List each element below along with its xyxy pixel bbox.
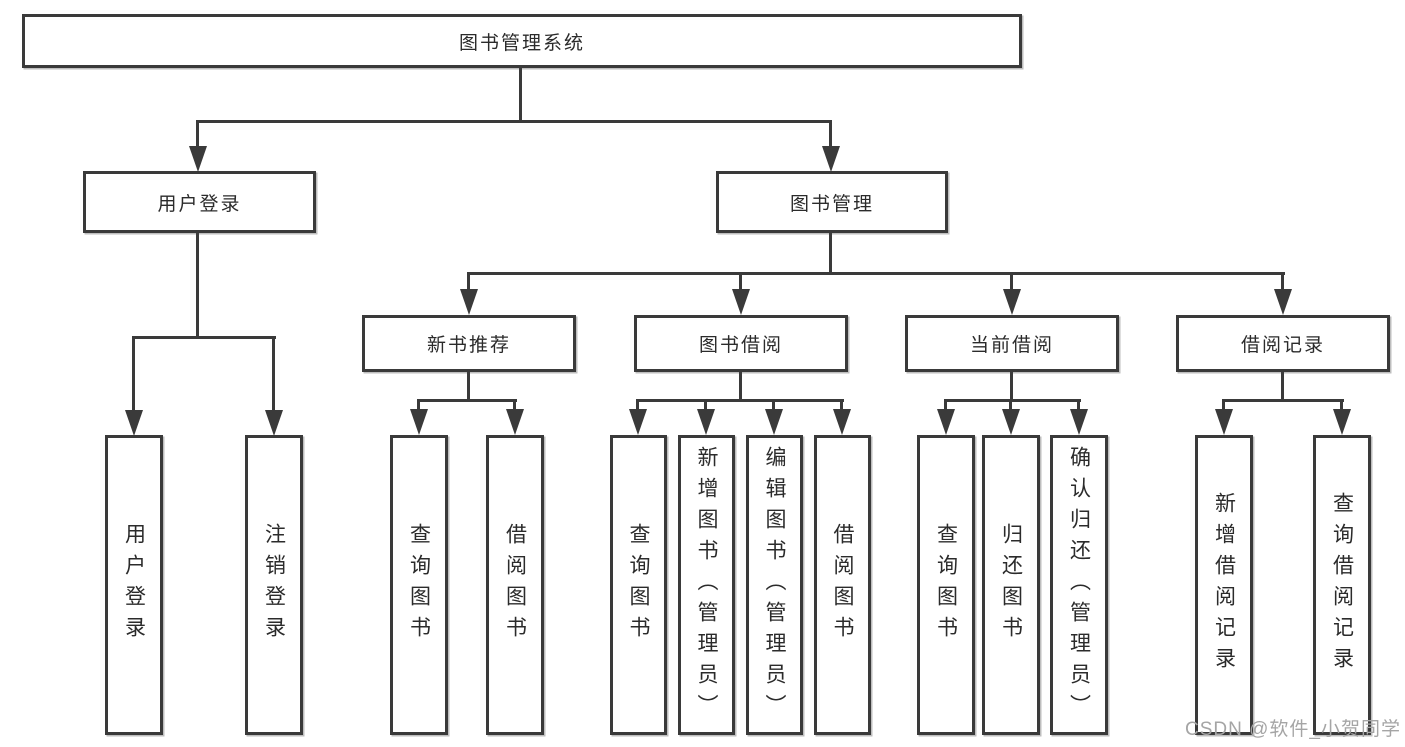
connector-line [196,120,832,123]
connector-line [1077,399,1080,411]
node-label: 图书管理系统 [458,32,585,54]
leaf-label: 借阅图书 [503,523,527,647]
connector-line [132,336,135,412]
leaf-logout-login: 注销登录 [245,435,303,735]
connector-line [704,399,707,411]
connector-line [417,399,420,411]
down-arrowhead-icon [506,409,524,435]
down-arrowhead-icon [833,409,851,435]
node-label: 借阅记录 [1240,335,1325,356]
down-arrowhead-icon [629,409,647,435]
node-label: 图书借阅 [698,335,783,356]
connector-line [467,372,470,400]
node-label: 当前借阅 [969,335,1054,356]
connector-line [1010,272,1013,291]
leaf-borrow-books-recommend: 借阅图书 [486,435,544,735]
leaf-add-book-admin: 新增图书（管理员） [678,435,735,735]
down-arrowhead-icon [1070,409,1088,435]
connector-line [196,233,199,336]
leaf-user-login: 用户登录 [105,435,163,735]
connector-line [772,399,775,411]
leaf-return-books: 归还图书 [982,435,1040,735]
node-borrowing-records: 借阅记录 [1176,315,1390,372]
connector-line [636,399,639,411]
connector-line [132,336,276,339]
connector-line [417,399,517,402]
connector-line [272,336,275,412]
connector-line [1009,399,1012,411]
leaf-borrow-books-borrowing: 借阅图书 [814,435,871,735]
node-label: 用户登录 [157,193,242,215]
down-arrowhead-icon [697,409,715,435]
down-arrowhead-icon [732,289,750,315]
connector-line [944,399,947,411]
node-root: 图书管理系统 [22,14,1022,68]
down-arrowhead-icon [765,409,783,435]
down-arrowhead-icon [1215,409,1233,435]
connector-line [739,372,742,400]
connector-line [519,68,522,120]
down-arrowhead-icon [265,410,283,436]
leaf-label: 确认归还（管理员） [1067,445,1091,725]
down-arrowhead-icon [1333,409,1351,435]
leaf-query-borrow-record: 查询借阅记录 [1313,435,1371,735]
leaf-add-borrow-record: 新增借阅记录 [1195,435,1253,735]
down-arrowhead-icon [410,409,428,435]
connector-line [467,272,470,291]
node-label: 图书管理 [789,193,874,215]
connector-line [1010,372,1013,400]
leaf-label: 查询借阅记录 [1330,492,1354,678]
leaf-query-books-borrowing: 查询图书 [610,435,667,735]
node-user-login: 用户登录 [83,171,316,233]
down-arrowhead-icon [937,409,955,435]
leaf-label: 注销登录 [262,523,286,647]
leaf-query-books-recommend: 查询图书 [390,435,448,735]
leaf-label: 查询图书 [934,523,958,647]
connector-line [1281,272,1284,291]
down-arrowhead-icon [1274,289,1292,315]
connector-line [1281,372,1284,400]
node-new-book-recommend: 新书推荐 [362,315,576,372]
connector-line [829,120,832,148]
leaf-label: 新增借阅记录 [1212,492,1236,678]
node-current-borrowing: 当前借阅 [905,315,1119,372]
leaf-label: 借阅图书 [831,523,854,647]
connector-line [1222,399,1225,411]
leaf-label: 归还图书 [999,523,1023,647]
node-label: 新书推荐 [426,335,511,356]
down-arrowhead-icon [822,146,840,172]
down-arrowhead-icon [125,410,143,436]
down-arrowhead-icon [189,146,207,172]
connector-line [467,272,1285,275]
connector-line [1222,399,1344,402]
down-arrowhead-icon [1002,409,1020,435]
connector-line [840,399,843,411]
down-arrowhead-icon [460,289,478,315]
leaf-label: 新增图书（管理员） [695,445,718,725]
leaf-query-books-current: 查询图书 [917,435,975,735]
connector-line [196,120,199,148]
connector-line [829,233,832,272]
connector-line [739,272,742,291]
connector-line [513,399,516,411]
down-arrowhead-icon [1003,289,1021,315]
leaf-label: 用户登录 [122,523,146,647]
node-book-borrowing: 图书借阅 [634,315,848,372]
leaf-confirm-return-admin: 确认归还（管理员） [1050,435,1108,735]
leaf-label: 编辑图书（管理员） [763,445,786,725]
leaf-edit-book-admin: 编辑图书（管理员） [746,435,803,735]
leaf-label: 查询图书 [627,523,650,647]
connector-line [1340,399,1343,411]
connector-line [636,399,844,402]
leaf-label: 查询图书 [407,523,431,647]
connector-line [944,399,1081,402]
node-book-management: 图书管理 [716,171,948,233]
watermark: CSDN @软件_小贺同学 [1185,719,1401,740]
